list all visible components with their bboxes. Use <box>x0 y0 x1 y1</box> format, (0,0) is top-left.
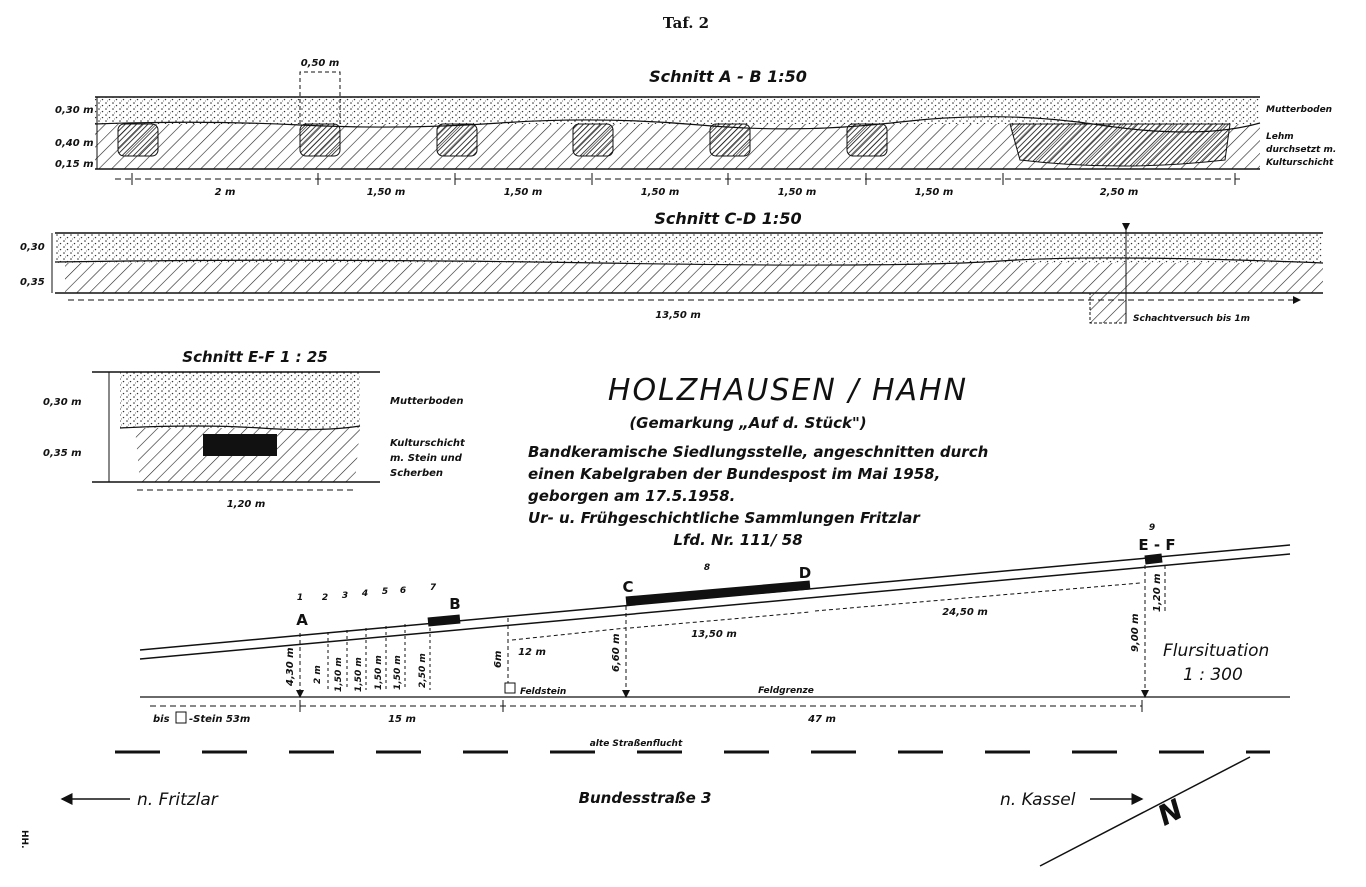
plan-title: Flursituation <box>1163 641 1269 661</box>
plan-find-2: 2 <box>322 593 328 603</box>
section-ef-width: 1,20 m <box>227 499 266 510</box>
section-ab-title: Schnitt A - B 1:50 <box>649 67 807 86</box>
title-line-1: (Gemarkung „Auf d. Stück") <box>629 414 866 432</box>
section-ab-spacing-5: 1,50 m <box>778 187 817 198</box>
section-cd-depth-2: 0,35 <box>20 277 45 288</box>
plan-trench-dist-3: 24,50 m <box>942 607 988 618</box>
plan-vdist-3: 6,60 m <box>611 633 622 672</box>
section-ab-spacing-4: 1,50 m <box>641 187 680 198</box>
plan-find-6: 6 <box>400 586 406 596</box>
plate-number: Taf. 2 <box>663 14 709 32</box>
section-ef-layer-1: Mutterboden <box>390 396 463 407</box>
plan-vdist-1: 4,30 m <box>285 647 296 687</box>
plan-find-9: 9 <box>1149 523 1155 533</box>
section-cd-length: 13,50 m <box>655 310 701 321</box>
title-block: HOLZHAUSEN / HAHN (Gemarkung „Auf d. Stü… <box>528 373 988 549</box>
section-ef-depth-1: 0,30 m <box>43 397 82 408</box>
section-ab-ticks <box>131 173 1236 185</box>
plan-find-8: 8 <box>704 563 710 573</box>
section-ef-layer-4: Scherben <box>390 468 443 479</box>
plan-dir-left: n. Fritzlar <box>137 790 219 810</box>
title-line-5: Ur- u. Frühgeschichtliche Sammlungen Fri… <box>528 509 921 527</box>
title-heading: HOLZHAUSEN / HAHN <box>608 373 968 408</box>
section-cd: Schnitt C-D 1:50 0,30 0,35 13,50 m Schac… <box>20 209 1324 324</box>
plan-point-a: A <box>296 611 308 629</box>
plan-point-b: B <box>449 595 460 613</box>
section-ef-layer-2: Kulturschicht <box>390 438 466 449</box>
section-ab-layer-3: durchsetzt m. <box>1266 145 1336 155</box>
plan-vdist-4: 9,00 m <box>1130 613 1141 652</box>
plan-vdist-5: 1,20 m <box>1152 573 1163 612</box>
site-plan: A B C D E - F 1 2 3 4 5 6 7 8 9 <box>60 523 1291 867</box>
plan-find-4: 4 <box>361 589 368 599</box>
plan-find-7: 7 <box>430 583 437 593</box>
plan-north: N <box>1152 792 1188 832</box>
plan-bottom-dist-1: 15 m <box>388 714 416 725</box>
plan-bottom-stein: -Stein 53m <box>189 714 250 725</box>
plan-point-ef: E - F <box>1138 536 1175 554</box>
plan-feldgrenze: Feldgrenze <box>758 686 814 696</box>
section-ab-layer-4: Kulturschicht <box>1266 158 1334 168</box>
section-ab-depth-3: 0,15 m <box>55 159 94 170</box>
section-ab-spacing-6: 1,50 m <box>915 187 954 198</box>
section-ab-depth-1: 0,30 m <box>55 105 94 116</box>
plan-scale: 1 : 300 <box>1183 665 1243 685</box>
plan-feldstein: Feldstein <box>520 687 566 697</box>
section-ef-layer-3: m. Stein und <box>390 453 463 464</box>
plan-bottom-bis: bis <box>153 714 170 725</box>
plan-old-road: alte Straßenflucht <box>590 739 683 749</box>
section-ab-spacing-7: 2,50 m <box>1100 187 1139 198</box>
section-ef-stone <box>203 434 277 456</box>
section-cd-title: Schnitt C-D 1:50 <box>654 209 801 228</box>
section-ab-spacing-2: 1,50 m <box>367 187 406 198</box>
title-line-3: einen Kabelgraben der Bundespost im Mai … <box>528 465 940 483</box>
section-ab-spacing-1: 2 m <box>215 187 236 198</box>
section-ab-layer-2: Lehm <box>1266 132 1294 142</box>
north-arrow-icon: N <box>1039 756 1251 867</box>
plan-point-c: C <box>622 578 633 596</box>
plan-road: Bundesstraße 3 <box>579 789 712 807</box>
plan-pit-spacing-5: 1,50 m <box>393 655 403 690</box>
plan-find-1: 1 <box>297 593 303 603</box>
section-ab-spacing-3: 1,50 m <box>504 187 543 198</box>
section-ab: Schnitt A - B 1:50 0,50 m 0,30 m 0,40 m … <box>55 58 1336 198</box>
plan-pit-spacing-1: 2 m <box>313 665 323 684</box>
section-cd-depth-1: 0,30 <box>20 242 45 253</box>
plan-find-3: 3 <box>342 591 348 601</box>
section-cd-shaft-note: Schachtversuch bis 1m <box>1133 314 1250 324</box>
title-line-2: Bandkeramische Siedlungsstelle, angeschn… <box>528 443 988 461</box>
plan-trench-dist-1: 12 m <box>518 647 546 658</box>
plan-trench-dist-2: 13,50 m <box>691 629 737 640</box>
section-ef-title: Schnitt E-F 1 : 25 <box>182 348 327 366</box>
section-ab-depth-2: 0,40 m <box>55 138 94 149</box>
plan-bottom-dist-2: 47 m <box>807 714 836 725</box>
margin-mark: HH. <box>19 830 29 848</box>
section-ef-depth-2: 0,35 m <box>43 448 82 459</box>
plan-pit-spacing-4: 1,50 m <box>374 655 384 690</box>
plan-pit-spacing-2: 1,50 m <box>334 657 344 692</box>
plan-pit-spacing-6: 2,50 m <box>418 653 428 688</box>
title-line-4: geborgen am 17.5.1958. <box>528 487 735 505</box>
section-ef: Schnitt E-F 1 : 25 0,30 m 0,35 m Mutterb… <box>43 348 466 510</box>
plan-point-d: D <box>799 564 811 582</box>
title-line-6: Lfd. Nr. 111/ 58 <box>673 531 802 549</box>
section-ab-pit-width: 0,50 m <box>301 58 340 69</box>
section-ab-layer-1: Mutterboden <box>1266 105 1332 115</box>
plan-find-5: 5 <box>382 587 388 597</box>
plan-boundary-stone-icon <box>175 711 187 724</box>
plan-vdist-2: 6m <box>493 651 504 668</box>
section-ab-pits <box>117 123 1231 167</box>
plan-pit-spacing-3: 1,50 m <box>354 657 364 692</box>
plan-dir-right: n. Kassel <box>1000 790 1076 810</box>
